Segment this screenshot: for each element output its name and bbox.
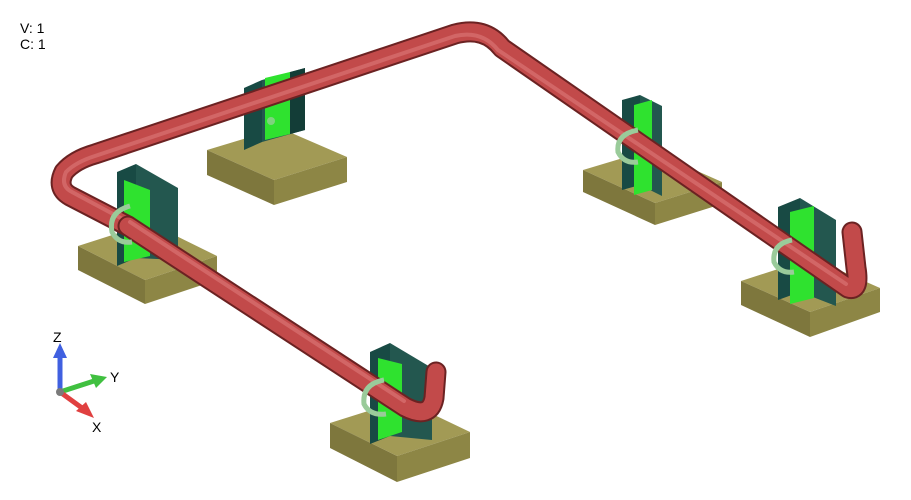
z-axis-arrow — [53, 343, 67, 392]
pipe-clamp-right-front — [771, 237, 795, 275]
cases-count-label: C: 1 — [20, 36, 46, 52]
y-axis-label: Y — [110, 369, 120, 385]
base-plate — [207, 128, 347, 205]
views-count-label: V: 1 — [20, 20, 45, 36]
pipe-clamp-right-back — [615, 127, 639, 165]
z-axis-label: Z — [53, 329, 62, 345]
x-axis-label: X — [92, 419, 102, 435]
pipe-run[interactable] — [50, 21, 868, 423]
pipe-clamp-left — [108, 203, 133, 245]
x-axis-arrow — [58, 389, 94, 418]
view-info-overlay: V: 1 C: 1 — [20, 20, 46, 52]
axis-triad: Z Y X — [53, 329, 120, 435]
pipe-clamp-front — [361, 377, 387, 417]
y-axis-arrow — [59, 374, 107, 395]
